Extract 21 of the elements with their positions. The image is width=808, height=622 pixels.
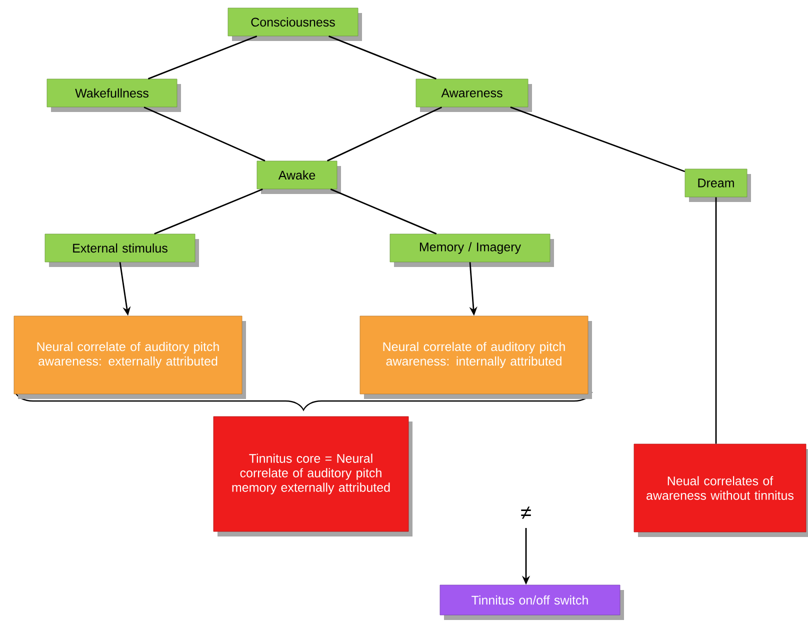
connector	[148, 36, 258, 80]
label-box: Awake	[256, 160, 341, 194]
label-box: Memory / Imagery	[390, 234, 554, 267]
process-box: Neural correlate of auditory pitch awareness: internally attributed	[360, 316, 592, 399]
switch-box: Tinnitus on/off switch	[440, 584, 624, 620]
result-box: Neual correlates of awareness without tinnitus	[634, 444, 808, 537]
label-box: Awareness	[416, 78, 532, 112]
connector	[715, 197, 717, 444]
connector	[154, 188, 263, 234]
connector	[510, 106, 686, 172]
not-equal-sign: ≠	[521, 506, 531, 519]
result-box: Tinnitus core = Neural correlate of auditory pitch memory externally attributed	[213, 416, 412, 536]
connector	[328, 36, 436, 80]
connector	[144, 106, 266, 162]
label-box: External stimulus	[44, 234, 199, 267]
process-box: Neural correlate of auditory pitch awareness: externally attributed	[14, 316, 246, 399]
label-box: Consciousness	[228, 8, 362, 41]
connector	[327, 106, 442, 162]
label-box: Dream	[684, 168, 751, 202]
label-box: Wakefullness	[46, 78, 181, 112]
connector	[330, 188, 437, 234]
